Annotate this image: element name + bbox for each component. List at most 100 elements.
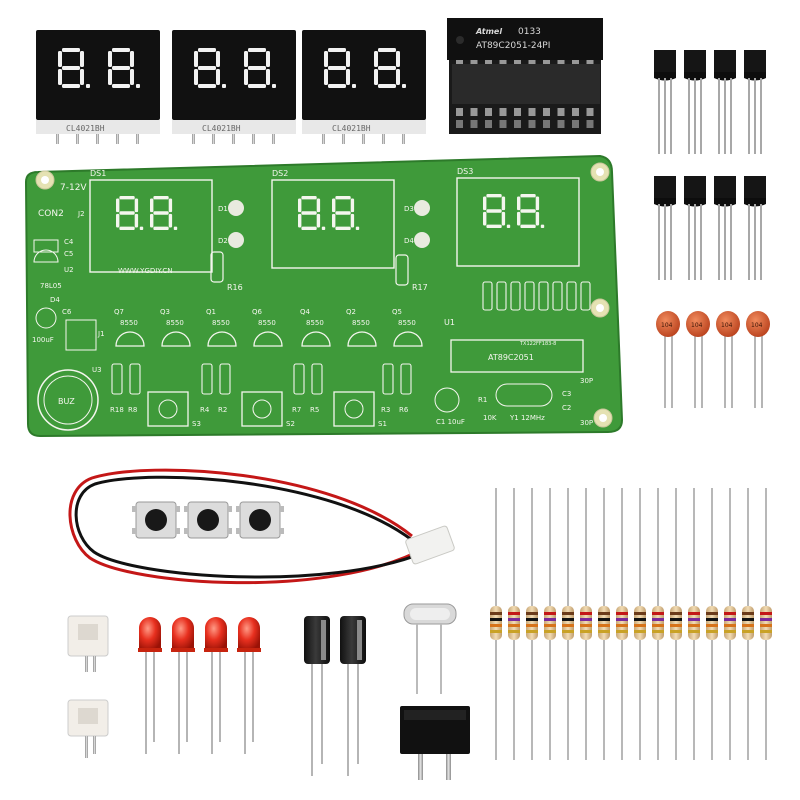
electrolytic-capacitor xyxy=(340,616,366,776)
svg-text:R2: R2 xyxy=(218,406,227,414)
ceramic-capacitor: 104 xyxy=(656,311,680,408)
microcontroller-chip: Atmel 0133 AT89C2051-24PI xyxy=(447,18,603,134)
svg-text:Q3: Q3 xyxy=(160,308,170,316)
pcb-display-label: DS1 xyxy=(90,169,106,178)
svg-text:Y1 12MHz: Y1 12MHz xyxy=(509,414,545,422)
svg-text:U1: U1 xyxy=(444,318,455,327)
transistor-to92 xyxy=(744,176,766,280)
resistor xyxy=(652,488,664,760)
svg-text:R3: R3 xyxy=(381,406,390,414)
pcb-url: WWW.YGDIY.CN xyxy=(118,267,173,275)
svg-text:100uF: 100uF xyxy=(32,336,54,344)
resistor xyxy=(688,488,700,760)
display-part-code: CL4021BH xyxy=(202,124,241,133)
resistor xyxy=(508,488,520,760)
seven-segment-display: CL4021BH xyxy=(36,30,160,144)
svg-text:S2: S2 xyxy=(286,420,295,428)
transistor-to92 xyxy=(654,176,676,280)
ceramic-capacitor: 104 xyxy=(716,311,740,408)
svg-text:R8: R8 xyxy=(128,406,137,414)
pcb-display-label: DS3 xyxy=(457,167,473,176)
svg-text:8550: 8550 xyxy=(352,319,370,327)
pcb-transistor-footprint: Q7 8550 xyxy=(114,308,145,347)
pcb-connector-label: CON2 xyxy=(38,209,64,219)
pcb-led-footprint: D2 xyxy=(218,232,244,248)
transistor-to92 xyxy=(684,176,706,280)
chip-part-number: AT89C2051-24PI xyxy=(476,41,550,51)
seven-segment-display: CL4021BH xyxy=(302,30,426,144)
transistor-to92 xyxy=(714,50,736,154)
capacitor-code: 104 xyxy=(751,322,763,329)
svg-text:C6: C6 xyxy=(62,308,72,316)
red-led xyxy=(138,617,162,754)
pcb-display-outline: DS1 xyxy=(89,169,213,273)
svg-text:S1: S1 xyxy=(378,420,387,428)
pin-header-2pin-straight xyxy=(67,615,109,672)
red-led xyxy=(237,617,261,754)
resistor xyxy=(490,488,502,760)
pcb-resistor-footprint: R4 xyxy=(200,363,213,414)
svg-text:R7: R7 xyxy=(292,406,301,414)
crystal-oscillator xyxy=(403,603,457,694)
svg-text:8550: 8550 xyxy=(212,319,230,327)
power-cable xyxy=(68,468,455,585)
display-part-code: CL4021BH xyxy=(66,124,105,133)
pcb-resistor-footprint xyxy=(482,281,493,311)
pcb-resistor-footprint: R6 xyxy=(399,363,412,414)
pcb-switch-footprint: S2 xyxy=(241,391,295,428)
svg-text:J2: J2 xyxy=(77,210,85,218)
black-power-jack xyxy=(400,706,470,780)
pcb-resistor-footprint: R8 xyxy=(128,363,141,414)
svg-text:R18: R18 xyxy=(110,406,124,414)
svg-text:8550: 8550 xyxy=(120,319,138,327)
svg-text:R4: R4 xyxy=(200,406,210,414)
pcb-resistor-footprint: R7 xyxy=(292,363,305,414)
svg-text:C3: C3 xyxy=(562,390,571,398)
svg-text:Q4: Q4 xyxy=(300,308,311,316)
pcb-display-outline: DS2 xyxy=(271,169,395,269)
svg-text:D4: D4 xyxy=(404,237,414,245)
svg-text:R16: R16 xyxy=(227,283,243,292)
svg-text:R1: R1 xyxy=(478,396,487,404)
resistor xyxy=(580,488,592,760)
pcb-transistor-footprint: Q1 8550 xyxy=(206,308,237,347)
pcb-lower-right: C1 10uF R1 10K Y1 12MHz C3 C2 30P 30P xyxy=(434,377,593,427)
capacitor-code: 104 xyxy=(691,322,703,329)
svg-text:8550: 8550 xyxy=(258,319,276,327)
svg-text:S3: S3 xyxy=(192,420,201,428)
pcb-voltage-label: 7-12V xyxy=(60,183,87,193)
svg-text:C5: C5 xyxy=(64,250,73,258)
pcb-resistor-footprint xyxy=(552,281,563,311)
chip-brand: Atmel xyxy=(475,27,502,36)
svg-text:8550: 8550 xyxy=(398,319,416,327)
resistor xyxy=(670,488,682,760)
resistor xyxy=(616,488,628,760)
pcb-resistor-footprint: R3 xyxy=(381,363,394,414)
pcb-switch-footprint: S3 xyxy=(147,391,201,428)
svg-text:R17: R17 xyxy=(412,283,428,292)
pcb-led-footprint: D4 xyxy=(404,232,430,248)
svg-text:Q7: Q7 xyxy=(114,308,124,316)
pcb-r17: R17 xyxy=(395,254,428,292)
resistor xyxy=(598,488,610,760)
resistor xyxy=(526,488,538,760)
pin-header-2pin-angled xyxy=(67,699,109,758)
display-part-code: CL4021BH xyxy=(332,124,371,133)
chip-lot: 0133 xyxy=(518,27,541,37)
capacitor-code: 104 xyxy=(721,322,733,329)
pcb-resistor-footprint xyxy=(538,281,549,311)
svg-text:AT89C2051: AT89C2051 xyxy=(488,353,534,362)
svg-text:30P: 30P xyxy=(580,377,593,385)
transistor-to92 xyxy=(714,176,736,280)
svg-text:Q1: Q1 xyxy=(206,308,216,316)
svg-text:R5: R5 xyxy=(310,406,319,414)
pcb-resistor-footprint xyxy=(524,281,535,311)
resistor xyxy=(706,488,718,760)
svg-text:D4: D4 xyxy=(50,296,60,304)
svg-text:D3: D3 xyxy=(404,205,414,213)
svg-text:TX122FF183-8: TX122FF183-8 xyxy=(519,341,556,347)
